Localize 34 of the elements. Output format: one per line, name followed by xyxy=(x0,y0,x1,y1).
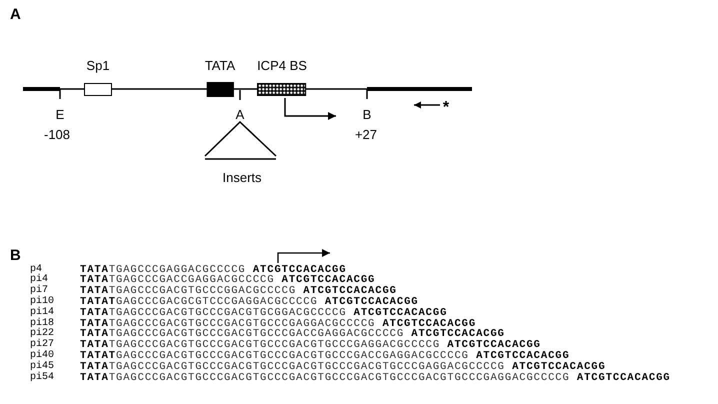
site-label: Sp1 xyxy=(86,58,110,73)
construct-name: pi40 xyxy=(30,351,54,361)
dna-sequence: TATATGAGCCCGACGTGCCCGACGTGCCCGACGTGCCCGACGTGCCCGAGGACGCCCCG ATCGTCCACACGG xyxy=(80,362,606,373)
construct-name: p4 xyxy=(30,264,42,275)
dna-sequence: TATATGAGCCCGAGGACGCCCCG ATCGTCCACACGG xyxy=(80,264,346,276)
restriction-site-label: E xyxy=(56,107,64,122)
insert-label: Inserts xyxy=(222,170,262,185)
construct-name: pi22 xyxy=(30,329,54,340)
site-label: TATA xyxy=(204,58,236,73)
restriction-site-label: A xyxy=(236,107,244,122)
construct-name: pi45 xyxy=(30,362,54,372)
construct-name: pi14 xyxy=(30,308,54,318)
dna-sequence: TATATGAGCCCGACGTGCCCGACGTGCGGACGCCCCG ATCGTCCACACGG xyxy=(80,308,448,319)
position-label: +27 xyxy=(354,127,378,142)
panel-label: B xyxy=(10,247,21,264)
construct-name: pi18 xyxy=(30,318,54,329)
dna-sequence: TATATGAGCCCGACGCGTCCCGAGGACGCCCCG ATCGTCCACACGG xyxy=(80,297,418,308)
asterisk-mark: * xyxy=(442,101,450,115)
site-label: ICP4 BS xyxy=(257,58,307,73)
dna-sequence: TATATGAGCCCGACGTGCCCGACGTGCCCGACCGAGGACGCCCCG ATCGTCCACACGG xyxy=(80,329,505,340)
panel-label: A xyxy=(10,6,21,23)
construct-name: pi10 xyxy=(30,297,54,307)
construct-name: pi4 xyxy=(30,275,48,286)
dna-sequence: TATATGAGCCCGACGTGCCCGACGTGCCCGAGGACGCCCCG ATCGTCCACACGG xyxy=(80,318,476,330)
construct-name: pi27 xyxy=(30,340,54,350)
dna-sequence: TATATGAGCCCGACGTGCCCGACGTGCCCGACGTGCCCGACGTGCCCGACGTGCCCGAGGACGCCCCG ATCGTCCACACGG xyxy=(80,372,671,384)
dna-sequence: TATATGAGCCCGACGTGCCCGACGTGCCCGACGTGCCCGACCGAGGACGCCCCG ATCGTCCACACGG xyxy=(80,351,570,362)
restriction-site-label: B xyxy=(362,107,372,122)
construct-name: pi54 xyxy=(30,372,54,384)
construct-name: pi7 xyxy=(30,286,48,296)
dna-sequence: TATATGAGCCCGACCGAGGACGCCCCG ATCGTCCACACGG xyxy=(80,275,376,286)
dna-sequence: TATATGAGCCCGACGTGCCCGACGTGCCCGACGTGCCCGAGGACGCCCCG ATCGTCCACACGG xyxy=(80,340,541,351)
position-label: -108 xyxy=(44,127,70,142)
dna-sequence: TATATGAGCCCGACGTGCCCGGACGCCCCG ATCGTCCACACGG xyxy=(80,286,397,297)
